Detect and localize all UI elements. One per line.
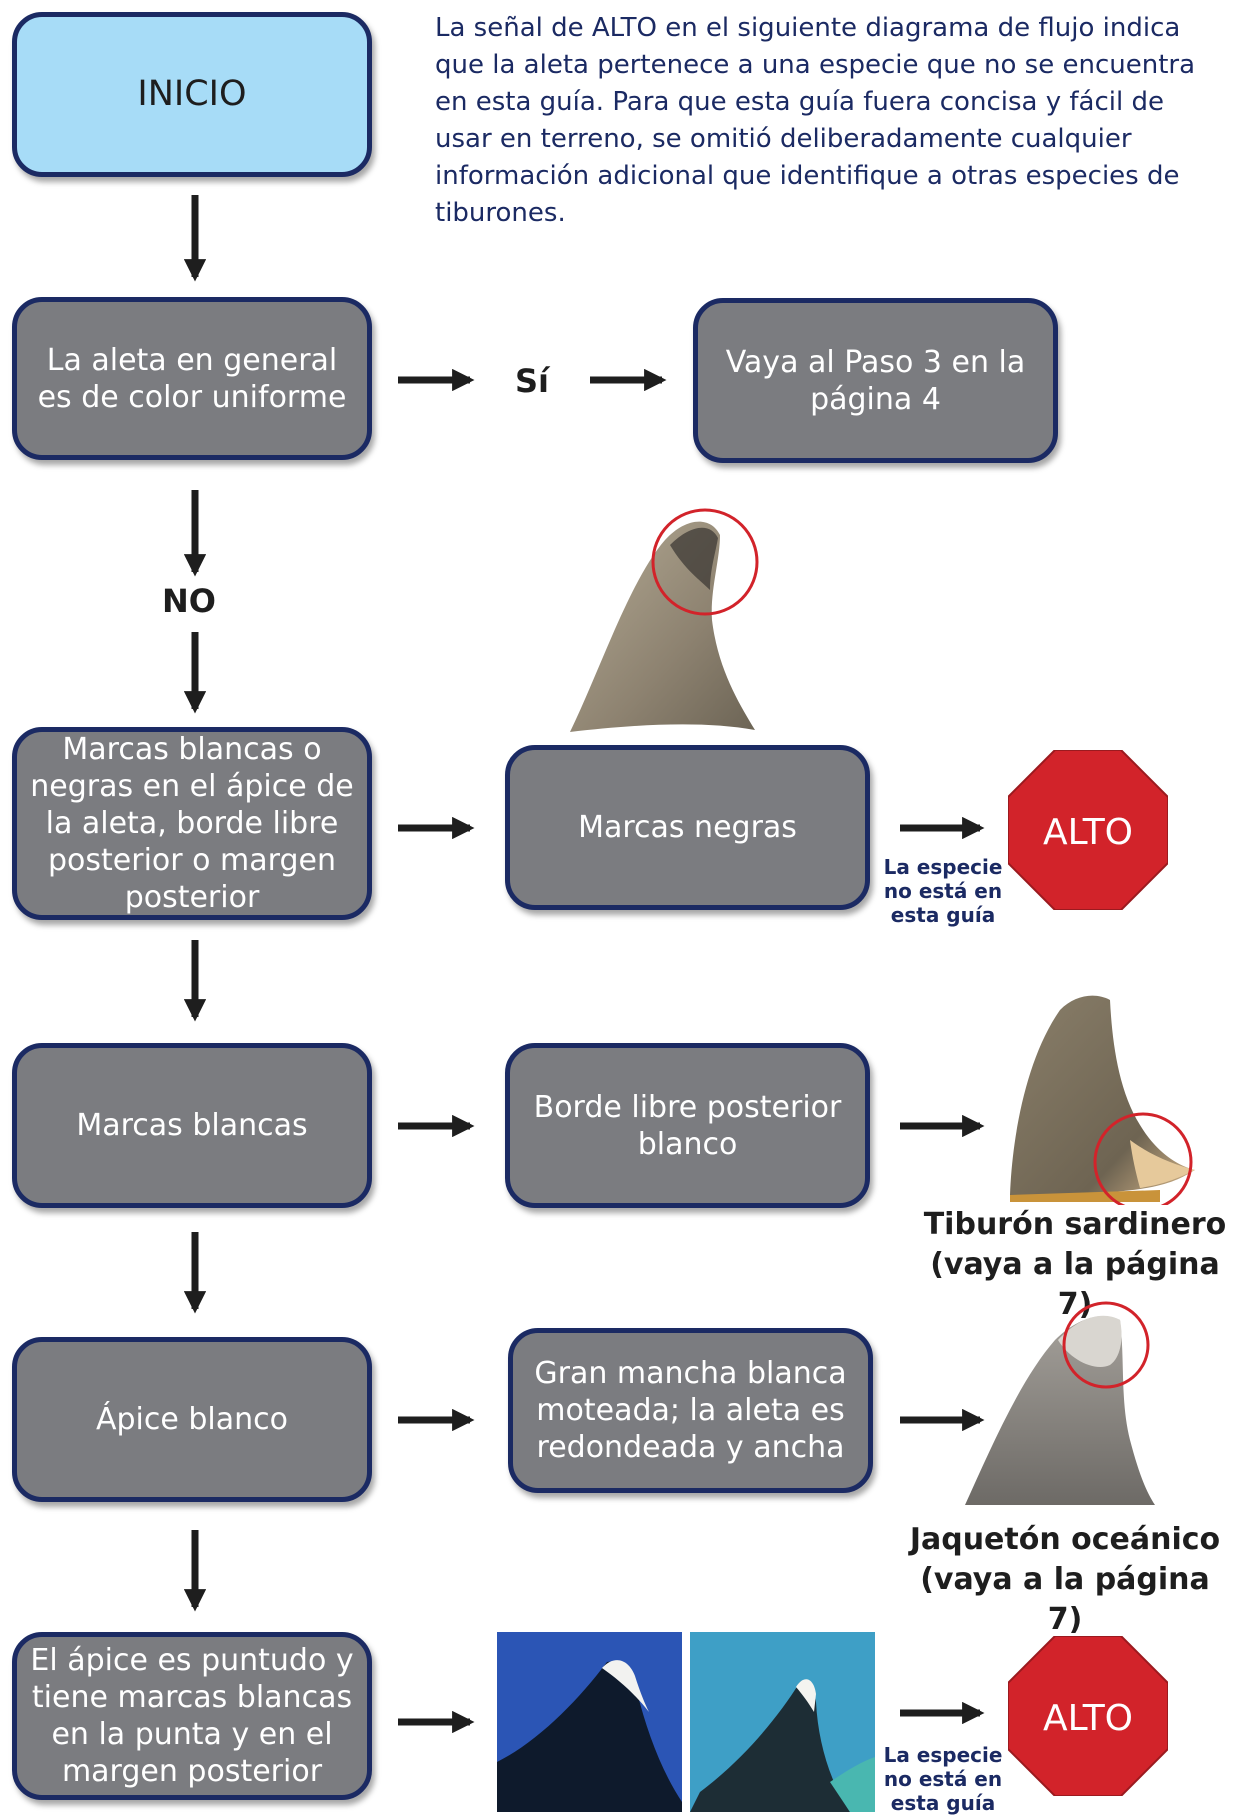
fin-photo-2 — [690, 1632, 875, 1812]
question-white-apex-text: Ápice blanco — [95, 1402, 288, 1437]
stop-note-2: La especie no está en esta guía — [883, 1743, 1003, 1815]
silky-caption-line2: (vaya a la página 7) — [930, 1247, 1220, 1322]
arrow-q4-q5 — [183, 1530, 207, 1612]
arrow-q1-yes — [398, 368, 475, 392]
arrow-q3-option — [398, 1114, 475, 1138]
no-label: NO — [162, 582, 216, 620]
question-uniform-color-text: La aleta en general es de color uniforme — [37, 342, 347, 415]
arrow-yes-result — [590, 368, 667, 392]
question-markings: Marcas blancas o negras en el ápice de l… — [12, 727, 372, 920]
option-mottled-white: Gran mancha blanca moteada; la aleta es … — [508, 1328, 873, 1493]
fin-image-oceanic-whitetip — [965, 1301, 1155, 1505]
yes-label: Sí — [515, 362, 550, 400]
oceanic-caption: Jaquetón oceánico (vaya a la página 7) — [905, 1520, 1225, 1640]
question-uniform-color: La aleta en general es de color uniforme — [12, 297, 372, 460]
option-black-marks-text: Marcas negras — [578, 810, 797, 845]
stop-note-1: La especie no está en esta guía — [883, 855, 1003, 927]
question-white-marks-text: Marcas blancas — [76, 1108, 308, 1143]
question-white-apex: Ápice blanco — [12, 1337, 372, 1502]
result-step3-text: Vaya al Paso 3 en la página 4 — [725, 344, 1026, 417]
stop-label-1: ALTO — [1043, 812, 1133, 853]
arrow-black-stop — [900, 816, 985, 840]
question-markings-text: Marcas blancas o negras en el ápice de l… — [30, 732, 354, 915]
fin-image-silky — [1010, 995, 1195, 1205]
arrow-q1-no-bottom — [183, 632, 207, 714]
stop-label-2: ALTO — [1043, 1698, 1133, 1739]
question-pointed-apex: El ápice es puntudo y tiene marcas blanc… — [12, 1632, 372, 1800]
arrow-photos-stop — [900, 1701, 985, 1725]
option-mottled-white-text: Gran mancha blanca moteada; la aleta es … — [534, 1356, 847, 1465]
arrow-q3-q4 — [183, 1232, 207, 1314]
result-step3-box: Vaya al Paso 3 en la página 4 — [693, 298, 1058, 463]
arrow-start-q1 — [183, 195, 207, 282]
arrow-q2-q3 — [183, 940, 207, 1022]
option-black-marks: Marcas negras — [505, 745, 870, 910]
option-white-free-edge-text: Borde libre posterior blanco — [533, 1089, 842, 1162]
question-white-marks: Marcas blancas — [12, 1043, 372, 1208]
arrow-q1-no-top — [183, 490, 207, 577]
arrow-q4-option — [398, 1408, 475, 1432]
intro-text: La señal de ALTO en el siguiente diagram… — [435, 13, 1196, 228]
oceanic-caption-line1: Jaquetón oceánico — [909, 1522, 1221, 1557]
stop-sign-1: ALTO — [1008, 750, 1168, 910]
arrow-mottled-result — [900, 1408, 985, 1432]
option-white-free-edge: Borde libre posterior blanco — [505, 1043, 870, 1208]
question-pointed-apex-text: El ápice es puntudo y tiene marcas blanc… — [30, 1643, 354, 1789]
arrow-q5-photos — [398, 1710, 475, 1734]
start-box: INICIO — [12, 12, 372, 177]
stop-sign-2: ALTO — [1008, 1636, 1168, 1796]
fin-image-black-tip — [570, 508, 759, 732]
arrow-free-edge-result — [900, 1114, 985, 1138]
silky-caption: Tiburón sardinero (vaya a la página 7) — [915, 1205, 1235, 1325]
arrow-q2-option — [398, 816, 475, 840]
silky-caption-line1: Tiburón sardinero — [923, 1207, 1227, 1242]
start-label: INICIO — [137, 74, 247, 114]
fin-photo-1 — [497, 1632, 682, 1812]
oceanic-caption-line2: (vaya a la página 7) — [920, 1562, 1210, 1637]
